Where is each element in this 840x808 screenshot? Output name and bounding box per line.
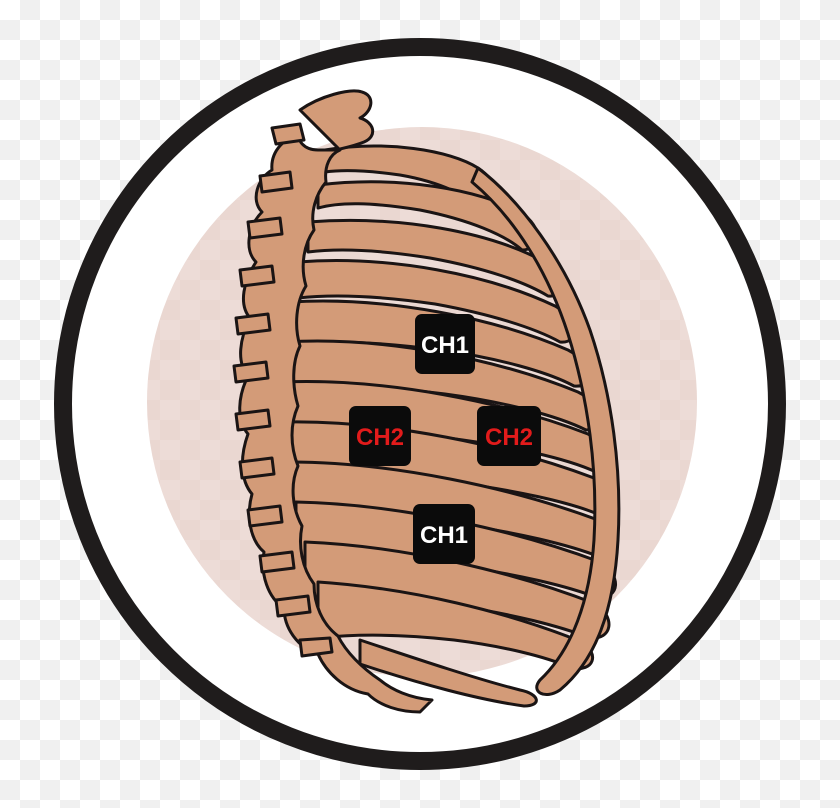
electrode-pad-body	[415, 314, 475, 374]
electrode-pad-ch2-left[interactable]: CH2	[349, 406, 411, 466]
vertebra-process-4	[238, 264, 276, 288]
rib-4	[296, 259, 576, 344]
rib-3	[306, 218, 564, 298]
costal-margin	[470, 166, 621, 696]
lower-cartilage	[358, 638, 538, 708]
vertebra-process-1	[270, 122, 306, 146]
vertebra-process-11	[274, 594, 312, 618]
electrode-label: CH2	[356, 424, 404, 451]
electrode-pad-ch1-upper[interactable]: CH1	[415, 314, 475, 374]
vertebra-process-10	[258, 550, 296, 574]
vertebra-process-9	[246, 504, 284, 528]
vertebra-process-7	[234, 408, 272, 432]
electrode-pad-body	[413, 504, 475, 564]
electrode-label: CH1	[420, 522, 468, 549]
vertebra-process-2	[258, 170, 294, 194]
electrode-label: CH1	[421, 332, 469, 359]
electrode-pad-ch1-lower[interactable]: CH1	[413, 504, 475, 564]
electrode-label: CH2	[485, 424, 533, 451]
electrode-pad-ch2-right[interactable]: CH2	[477, 406, 541, 466]
electrode-pad-body	[477, 406, 541, 466]
vertebra-process-3	[246, 216, 284, 240]
vertebra-process-8	[238, 456, 276, 480]
vertebra-process-6	[232, 360, 270, 384]
electrode-pad-body	[349, 406, 411, 466]
vertebra-process-5	[234, 312, 272, 336]
vertebra-process-12	[298, 636, 334, 658]
